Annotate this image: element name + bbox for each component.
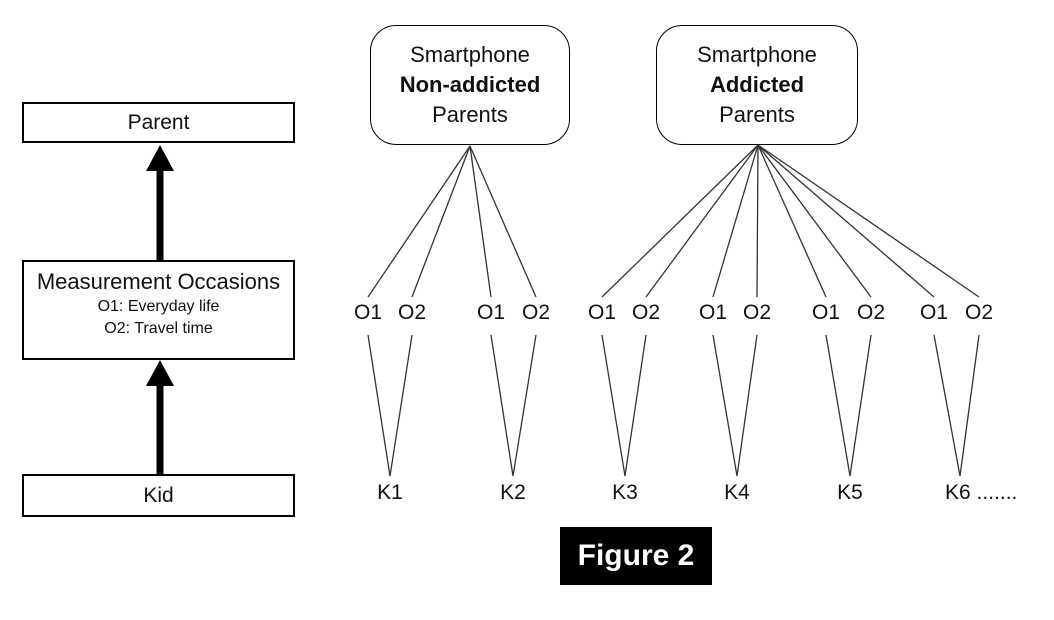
kid-label-k5: K5 <box>837 481 863 504</box>
non-addicted-parents-box: Smartphone Non-addicted Parents <box>370 25 570 145</box>
addicted-parents-box: Smartphone Addicted Parents <box>656 25 858 145</box>
kid-box-label: Kid <box>143 483 174 507</box>
kid-label-k2: K2 <box>500 481 526 504</box>
non-addicted-fan-lines <box>367 145 537 298</box>
occasion-label-o1-pair2: O1 <box>476 301 505 324</box>
parent-box-label: Parent <box>127 110 190 134</box>
occasion-label-o2-pair5: O2 <box>856 301 885 324</box>
measurement-occasions-box: Measurement Occasions O1: Everyday life … <box>22 260 295 360</box>
measurement-to-parent-arrow <box>146 145 174 260</box>
kid-label-k4: K4 <box>724 481 750 504</box>
measurement-occasions-title: Measurement Occasions <box>36 269 281 294</box>
kid-label-k3: K3 <box>612 481 638 504</box>
non-addicted-line-2: Non-addicted <box>399 72 541 97</box>
occasion-label-o1-pair4: O1 <box>698 301 727 324</box>
occasion-label-o1-pair5: O1 <box>811 301 840 324</box>
parent-box: Parent <box>22 102 295 143</box>
occasion-1-description: O1: Everyday life <box>97 298 220 315</box>
non-addicted-line-1: Smartphone <box>410 42 530 67</box>
figure-caption: Figure 2 <box>560 527 712 585</box>
kid-box: Kid <box>22 474 295 517</box>
occasion-label-o2-pair6: O2 <box>964 301 993 324</box>
occasion-label-o2-pair4: O2 <box>742 301 771 324</box>
occasion-to-kid-lines <box>367 334 980 477</box>
occasion-label-o1-pair3: O1 <box>587 301 616 324</box>
addicted-line-2: Addicted <box>709 72 805 97</box>
kid-label-k1: K1 <box>377 481 403 504</box>
addicted-line-1: Smartphone <box>697 42 817 67</box>
occasion-2-description: O2: Travel time <box>104 320 213 337</box>
addicted-fan-lines <box>601 144 980 298</box>
addicted-line-3: Parents <box>719 102 795 127</box>
occasion-label-o2-pair2: O2 <box>521 301 550 324</box>
occasion-label-o2-pair1: O2 <box>397 301 426 324</box>
occasion-label-o1-pair6: O1 <box>919 301 948 324</box>
occasion-label-o2-pair3: O2 <box>631 301 660 324</box>
figure-caption-text: Figure 2 <box>577 539 695 572</box>
occasion-label-o1-pair1: O1 <box>353 301 382 324</box>
kid-label-k6: K6 ....... <box>945 481 1018 504</box>
non-addicted-line-3: Parents <box>432 102 508 127</box>
kid-to-measurement-arrow <box>146 360 174 474</box>
